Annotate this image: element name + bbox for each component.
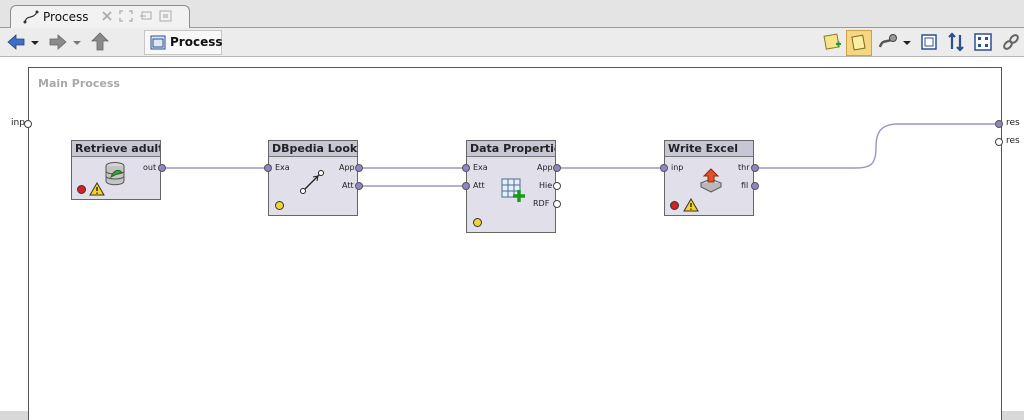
status-error-indicator[interactable] <box>670 201 679 210</box>
warning-icon[interactable] <box>89 182 105 196</box>
breadcrumb-process[interactable]: Process <box>144 30 223 55</box>
table-add-icon <box>501 178 525 202</box>
dbpedia-output-port-att[interactable] <box>355 182 363 190</box>
dataprops-output-port-hie[interactable] <box>553 182 561 190</box>
forward-arrow-icon[interactable] <box>48 31 68 53</box>
dbpedia-output-port-app[interactable] <box>355 164 363 172</box>
port-label-app: App <box>537 163 553 172</box>
auto-wire-dropdown-icon[interactable] <box>902 31 912 53</box>
fit-window-icon[interactable] <box>919 31 939 53</box>
link-lookup-icon <box>300 170 324 194</box>
dataprops-input-port-att[interactable] <box>462 182 470 190</box>
execution-order-icon[interactable] <box>946 31 966 53</box>
back-arrow-icon[interactable] <box>6 31 26 53</box>
process-title: Main Process <box>38 77 120 90</box>
operator-title: Write Excel <box>665 141 753 157</box>
maximize-icon[interactable] <box>119 10 133 22</box>
operator-title: DBpedia Look... <box>269 141 357 157</box>
writeexcel-output-port-thr[interactable] <box>751 164 759 172</box>
operator-retrieve-adult[interactable]: Retrieve adult out <box>71 140 161 200</box>
breadcrumb-label: Process <box>170 35 223 49</box>
dataprops-output-port-rdf[interactable] <box>553 200 561 208</box>
port-label-inp: inp <box>671 163 684 172</box>
operator-title: Retrieve adult <box>72 141 160 157</box>
tab-process[interactable]: Process <box>10 5 190 28</box>
process-icon <box>23 10 39 24</box>
process-input-port[interactable] <box>24 120 32 128</box>
port-label-out: out <box>143 163 157 172</box>
warning-icon[interactable] <box>683 198 699 212</box>
tab-bar: Process <box>0 0 1024 28</box>
status-ready-indicator[interactable] <box>473 218 482 227</box>
port-label-app: App <box>339 163 355 172</box>
writeexcel-output-port-fil[interactable] <box>751 182 759 190</box>
show-notes-toggle[interactable] <box>846 30 872 56</box>
port-label-hie: Hie <box>539 181 553 190</box>
close-icon[interactable] <box>101 10 113 22</box>
export-upload-icon <box>699 168 723 193</box>
main-process-frame[interactable]: Main Process <box>28 67 1002 420</box>
toolbar: Process <box>0 28 1024 57</box>
add-note-icon[interactable] <box>822 31 842 53</box>
result-port-1-label: res <box>1006 118 1020 128</box>
process-canvas[interactable]: Main Process inp res res Retrieve adult … <box>0 57 1024 420</box>
port-label-fil: fil <box>741 181 749 190</box>
restore-icon[interactable] <box>139 10 153 22</box>
result-port-2-label: res <box>1006 136 1020 146</box>
operator-write-excel[interactable]: Write Excel inp thr fil <box>664 140 754 216</box>
result-port-1[interactable] <box>995 120 1003 128</box>
wire-writeexcel-to-result[interactable] <box>755 123 998 169</box>
process-breadcrumb-icon <box>150 35 166 50</box>
dataprops-output-port-app[interactable] <box>553 164 561 172</box>
tab-title: Process <box>43 10 89 24</box>
port-label-exa: Exa <box>473 163 488 172</box>
status-error-indicator[interactable] <box>77 185 86 194</box>
port-label-exa: Exa <box>275 163 290 172</box>
port-label-att: Att <box>342 181 354 190</box>
dataprops-input-port-exa[interactable] <box>462 164 470 172</box>
port-label-rdf: RDF <box>533 199 550 208</box>
notes-icon <box>851 34 866 51</box>
operator-data-properties[interactable]: Data Properties Exa Att App Hie RDF <box>466 140 556 233</box>
forward-history-dropdown-icon[interactable] <box>72 31 82 53</box>
up-arrow-icon[interactable] <box>90 31 110 53</box>
auto-wire-icon[interactable] <box>877 31 899 53</box>
detach-icon[interactable] <box>159 10 173 22</box>
port-label-thr: thr <box>738 163 750 172</box>
arrange-operators-icon[interactable] <box>973 31 993 53</box>
connection-wires <box>162 123 998 187</box>
port-label-att: Att <box>473 181 485 190</box>
back-history-dropdown-icon[interactable] <box>30 31 40 53</box>
link-icon[interactable] <box>1000 31 1022 53</box>
retrieve-output-port-out[interactable] <box>158 164 166 172</box>
writeexcel-input-port-inp[interactable] <box>660 164 668 172</box>
result-port-2[interactable] <box>995 138 1003 146</box>
status-ready-indicator[interactable] <box>275 201 284 210</box>
operator-dbpedia-lookup[interactable]: DBpedia Look... Exa App Att <box>268 140 358 216</box>
database-icon <box>105 162 125 186</box>
process-input-port-label: inp <box>11 118 25 128</box>
operator-title: Data Properties <box>467 141 555 157</box>
dbpedia-input-port-exa[interactable] <box>264 164 272 172</box>
